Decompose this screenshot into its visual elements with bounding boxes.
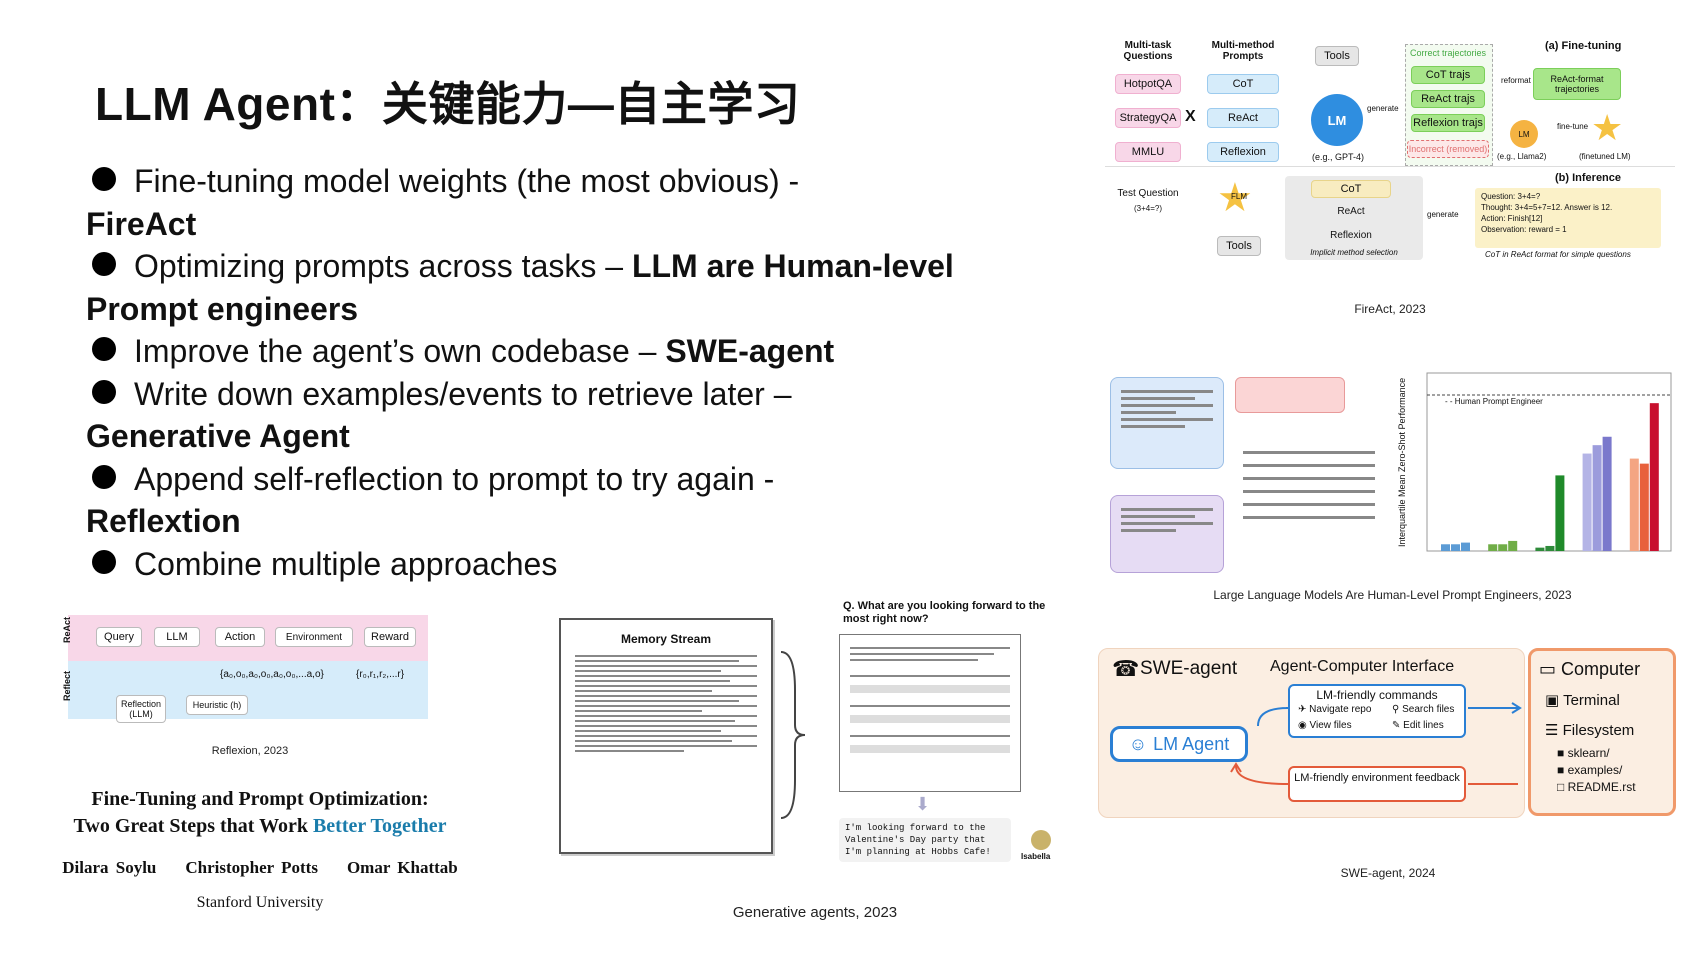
ape-bar-chart [1426, 372, 1672, 552]
ape-figure: Interquartile Mean Zero-Shot Performance… [1105, 355, 1680, 605]
bullet-dot-icon [92, 379, 116, 404]
ape-bar [1535, 547, 1545, 551]
bullet-list: Fine-tuning model weights (the most obvi… [86, 160, 966, 585]
eye-icon: ◉ [1298, 720, 1307, 731]
ape-resampling-panel [1110, 495, 1224, 573]
ape-bar [1441, 544, 1450, 551]
down-arrow-icon: ⬇ [915, 794, 931, 814]
terminal-icon: ▣ [1545, 692, 1560, 709]
folder-icon: ■ [1557, 746, 1565, 760]
ape-bar [1639, 463, 1649, 551]
ape-bar [1649, 403, 1659, 551]
flm-star-icon: ★ [1217, 176, 1253, 220]
isabella-avatar [1031, 830, 1051, 850]
bullet-dot-icon [92, 549, 116, 574]
ape-bar [1545, 545, 1555, 551]
reflexion-figure: ReAct Reflect Query LLM Action Environme… [60, 615, 440, 757]
ape-bar [1582, 453, 1592, 551]
ape-bar [1451, 544, 1460, 551]
robot-icon: ☺ [1128, 733, 1148, 754]
slide-title: LLM Agent：关键能力—自主学习 [95, 78, 801, 130]
bullet-4: Write down examples/events to retrieve l… [86, 375, 792, 455]
ape-bar [1488, 544, 1498, 551]
lm-circle: LM [1311, 94, 1363, 146]
inference-output: Question: 3+4=? Thought: 3+4=5+7=12. Ans… [1475, 188, 1661, 248]
folder-icon: ■ [1557, 763, 1565, 777]
retrieval-panel [839, 634, 1021, 792]
bullet-5: Append self-reflection to prompt to try … [86, 460, 775, 540]
ape-legend: - - Human Prompt Engineer [1445, 397, 1543, 406]
bullet-dot-icon [92, 337, 116, 361]
bullet-dot-icon [92, 167, 116, 191]
pencil-icon: ✎ [1392, 720, 1401, 731]
paper-title-block: Fine-Tuning and Prompt Optimization: Two… [62, 788, 458, 911]
ape-bar [1508, 540, 1518, 551]
ape-bar [1498, 544, 1508, 551]
ape-bar [1629, 458, 1639, 551]
swe-agent-figure: ☎ SWE-agent Agent-Computer Interface ☺LM… [1098, 648, 1678, 880]
search-icon: ⚲ [1392, 704, 1400, 715]
brace-icon [780, 651, 806, 819]
bullet-dot-icon [92, 464, 116, 489]
star-icon: ★ [1591, 107, 1624, 148]
bullet-6: Combine multiple approaches [86, 543, 966, 586]
swe-logo-icon: ☎ [1112, 656, 1140, 681]
ape-bar [1602, 436, 1612, 551]
commands-box: LM-friendly commands ✈ Navigate repo ⚲ S… [1288, 684, 1466, 738]
bullet-dot-icon [92, 252, 116, 276]
bullet-1: Fine-tuning model weights (the most obvi… [86, 163, 800, 242]
ape-bar [1555, 475, 1565, 551]
genagent-figure: Memory Stream Q. What are you looking fo… [555, 600, 1075, 930]
file-icon: □ [1557, 780, 1565, 794]
fireact-figure: Multi-task Questions Multi-method Prompt… [1105, 38, 1675, 316]
bullet-2: Optimizing prompts across tasks – LLM ar… [86, 248, 954, 327]
ape-scoring-panel [1235, 377, 1345, 413]
memory-stream-panel: Memory Stream [559, 618, 773, 854]
send-icon: ✈ [1298, 704, 1307, 715]
computer-icon: ▭ [1539, 659, 1557, 679]
computer-panel: ▭ Computer ▣ Terminal ☰ Filesystem ■ skl… [1528, 648, 1676, 816]
ape-score-table [1243, 441, 1375, 571]
ape-inference-panel [1110, 377, 1224, 469]
ape-bar [1461, 542, 1470, 551]
list-icon: ☰ [1545, 722, 1559, 739]
lm-agent-box: ☺LM Agent [1110, 726, 1248, 762]
small-lm-circle: LM [1510, 120, 1538, 148]
bullet-3: Improve the agent’s own codebase – SWE-a… [86, 330, 966, 373]
swe-arrows [1230, 702, 1522, 785]
ape-bar [1592, 445, 1602, 551]
